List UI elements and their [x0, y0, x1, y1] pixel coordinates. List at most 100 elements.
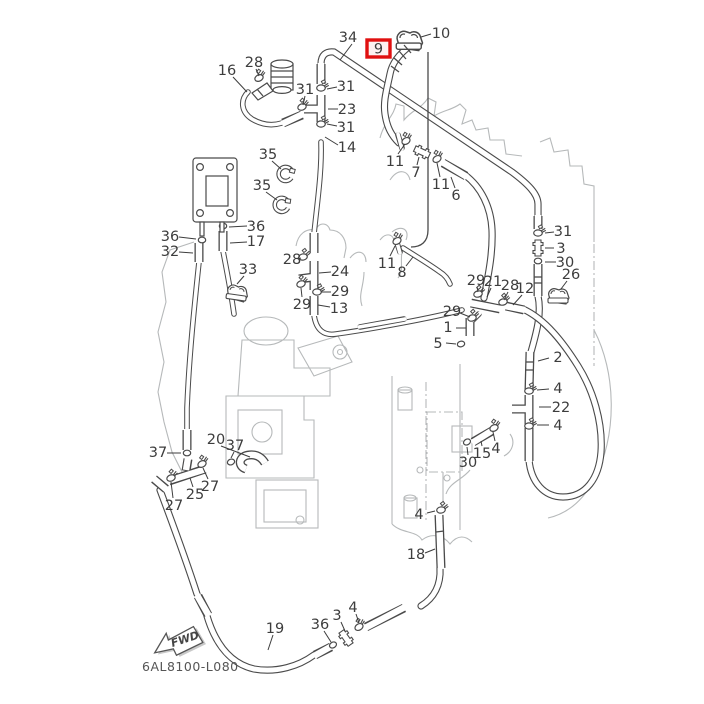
leader-line — [397, 143, 406, 155]
highlighted-callout[interactable]: 9 — [365, 38, 392, 59]
part-label-5[interactable]: 5 — [433, 336, 442, 352]
clamp-4-icon — [435, 500, 450, 515]
leader-line — [228, 225, 248, 228]
leader-line — [492, 431, 496, 442]
part-label-27[interactable]: 27 — [201, 479, 219, 495]
part-label-27[interactable]: 27 — [165, 498, 183, 514]
part-label-31[interactable]: 31 — [296, 82, 314, 98]
part-label-22[interactable]: 22 — [552, 400, 570, 416]
part-label-4[interactable]: 4 — [348, 600, 357, 616]
part-label-37[interactable]: 37 — [149, 445, 167, 461]
part-label-9: 9 — [374, 42, 383, 58]
part-label-16[interactable]: 16 — [218, 63, 236, 79]
leader-line — [339, 43, 353, 61]
leader-line — [202, 467, 209, 480]
leader-line — [512, 294, 523, 306]
ring-36-icon — [197, 236, 207, 244]
clamp-27-icon — [194, 452, 211, 470]
leader-line — [255, 68, 260, 77]
leader-line — [466, 446, 469, 456]
part-label-25[interactable]: 25 — [186, 487, 204, 503]
part-label-2[interactable]: 2 — [553, 350, 562, 366]
part-label-19[interactable]: 19 — [266, 621, 284, 637]
part-label-29[interactable]: 29 — [467, 273, 485, 289]
part-label-26[interactable]: 26 — [562, 267, 580, 283]
part-label-30[interactable]: 30 — [459, 455, 477, 471]
part-label-4[interactable]: 4 — [553, 418, 562, 434]
part-label-32[interactable]: 32 — [161, 244, 179, 260]
part-label-21[interactable]: 21 — [484, 274, 502, 290]
part-label-29[interactable]: 29 — [443, 304, 461, 320]
part-label-11[interactable]: 11 — [378, 256, 396, 272]
leader-line — [265, 191, 278, 201]
part-label-36[interactable]: 36 — [161, 229, 179, 245]
part-label-28[interactable]: 28 — [245, 55, 263, 71]
part-label-23[interactable]: 23 — [338, 102, 356, 118]
part-label-31[interactable]: 31 — [337, 79, 355, 95]
tee-22 — [511, 394, 534, 426]
leader-line — [480, 440, 483, 447]
part-label-18[interactable]: 18 — [407, 547, 425, 563]
part-label-3[interactable]: 3 — [556, 241, 565, 257]
part-label-6[interactable]: 6 — [451, 188, 460, 204]
ring-5-icon — [456, 339, 466, 349]
part-label-30[interactable]: 30 — [556, 255, 574, 271]
part-label-11[interactable]: 11 — [432, 177, 450, 193]
part-label-10[interactable]: 10 — [432, 26, 450, 42]
ring-30-icon — [461, 437, 473, 447]
part-label-13[interactable]: 13 — [330, 301, 348, 317]
leader-line — [236, 275, 245, 285]
part-label-36[interactable]: 36 — [311, 617, 329, 633]
part-label-1[interactable]: 1 — [443, 320, 452, 336]
part-label-29[interactable]: 29 — [293, 297, 311, 313]
part-label-12[interactable]: 12 — [516, 281, 534, 297]
part-label-8[interactable]: 8 — [397, 265, 406, 281]
leader-line — [426, 510, 436, 514]
part-label-4[interactable]: 4 — [553, 381, 562, 397]
part-label-29[interactable]: 29 — [331, 284, 349, 300]
leader-line — [178, 251, 194, 254]
leader-line — [271, 160, 282, 170]
leader-line — [503, 291, 509, 301]
part-label-34[interactable]: 34 — [339, 30, 357, 46]
leader-line — [536, 388, 550, 391]
part-label-3[interactable]: 3 — [332, 608, 341, 624]
part-label-14[interactable]: 14 — [338, 140, 356, 156]
leader-line — [230, 451, 235, 459]
clamp-11-icon — [388, 229, 406, 247]
pump-return-pipe — [410, 52, 429, 248]
part-label-36[interactable]: 36 — [247, 219, 265, 235]
part-label-17[interactable]: 17 — [247, 234, 265, 250]
part-label-15[interactable]: 15 — [473, 446, 491, 462]
part-label-31[interactable]: 31 — [554, 224, 572, 240]
highlight-box — [365, 38, 392, 59]
leader-line — [189, 477, 194, 488]
leader-line — [450, 176, 456, 189]
joint-3-icon — [336, 628, 356, 648]
fuel-pipes — [150, 63, 543, 660]
part-label-37[interactable]: 37 — [226, 438, 244, 454]
leader-line — [326, 123, 338, 127]
part-code: 6AL8100-L080 — [142, 659, 239, 674]
part-label-31[interactable]: 31 — [337, 120, 355, 136]
leader-line — [544, 231, 555, 234]
holder-10-icon — [395, 30, 424, 52]
elbow-20 — [235, 450, 269, 474]
leader-line — [324, 136, 339, 146]
part-label-20[interactable]: 20 — [207, 432, 225, 448]
ring-30-icon — [533, 257, 543, 265]
bracket-part — [192, 157, 238, 237]
part-label-24[interactable]: 24 — [331, 264, 349, 280]
leader-line — [416, 156, 420, 166]
part-label-11[interactable]: 11 — [386, 154, 404, 170]
part-label-35[interactable]: 35 — [259, 147, 277, 163]
leader-line — [297, 257, 302, 260]
part-label-28[interactable]: 28 — [283, 252, 301, 268]
part-label-35[interactable]: 35 — [253, 178, 271, 194]
filter-16 — [251, 59, 294, 101]
part-label-33[interactable]: 33 — [239, 262, 257, 278]
part-label-28[interactable]: 28 — [501, 278, 519, 294]
part-label-7[interactable]: 7 — [411, 165, 420, 181]
part-label-4[interactable]: 4 — [414, 507, 423, 523]
part-label-4[interactable]: 4 — [491, 441, 500, 457]
